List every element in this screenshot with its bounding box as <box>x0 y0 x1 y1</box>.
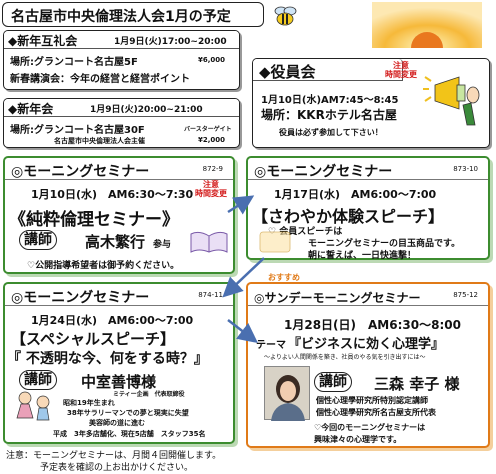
new-year-meeting-venue: 場所:グランコート名古屋30F <box>10 125 145 136</box>
new-year-meeting-fee: ¥2,000 <box>198 136 226 144</box>
sunday-seminar-number: 875-12 <box>453 291 478 299</box>
seminar-1-lecturer: 高木繁行 <box>85 233 146 251</box>
seminar-3-number: 874-11 <box>198 291 223 299</box>
new-year-meeting-venue-sub: バースターゲイト <box>184 126 232 133</box>
sunday-theme: 『ビジネスに効く心理学』 <box>288 337 445 352</box>
officers-meeting-box: ◆役員会 注意 時間変更 1月10日(水)AM7:45～8:45 場所：KKRホ… <box>252 58 490 148</box>
sunday-seminar-box: ◎サンデーモーニングセミナー 875-12 1月28日(日) AM6:30～8:… <box>246 282 490 448</box>
officers-title: ◆役員会 <box>259 63 316 81</box>
seminar-3-datetime: 1月24日(水) AM6:00～7:00 <box>31 314 194 327</box>
seminar-2-head: ◎モーニングセミナー <box>254 164 393 180</box>
seminar-2-datetime: 1月17日(水) AM6:00～7:00 <box>274 188 437 201</box>
seminar-3-bio-4: 平成 3年多店舗化、現在5店舗 スタッフ35名 <box>53 430 206 438</box>
seminar-2-number: 873-10 <box>453 165 478 173</box>
sunday-lecturer-label: 講師 <box>314 372 352 392</box>
seminar-1-head: ◎モーニングセミナー <box>11 164 150 180</box>
seminar-3-bio-1: 昭和19年生まれ <box>63 399 115 407</box>
seminar-1-datetime: 1月10日(水) AM6:30～7:30 <box>31 188 194 201</box>
new-year-meeting-host: 名古屋市中央倫理法人会主催 <box>54 137 145 145</box>
sunrise-illustration <box>372 2 482 64</box>
officers-venue: 場所：KKRホテル名古屋 <box>261 108 397 122</box>
sunday-subtitle: ～よりよい人間関係を築き、社員のやる気を引き出すには～ <box>264 354 426 361</box>
seminar-3-bio-2: 38年サラリーマンでの夢と現実に失望 <box>67 409 189 417</box>
seminar-3-theme: 【スペシャルスピーチ】 <box>11 330 175 348</box>
footer-note-1: 注意：モーニングセミナーは、月間４回開催します。 <box>6 451 222 461</box>
sunday-datetime: 1月28日(日) AM6:30～8:00 <box>284 318 461 332</box>
bee-illustration <box>272 4 298 28</box>
seminar-3-subtheme: 『 不透明な今、何をする時？』 <box>7 351 208 367</box>
header-banner: 名古屋市中央倫理法人会1月の予定 <box>2 2 264 27</box>
seminar-3-bio-3: 美容師の道に進む <box>89 419 145 427</box>
seminar-1-box: ◎モーニングセミナー 872-9 1月10日(水) AM6:30～7:30 注意… <box>3 156 235 274</box>
sunday-lecturer: 三森 幸子 様 <box>374 375 460 393</box>
seminar-1-number: 872-9 <box>202 165 223 173</box>
new-year-party-fee: ¥6,000 <box>198 56 226 64</box>
officers-datetime: 1月10日(水)AM7:45～8:45 <box>261 95 399 106</box>
seminar-3-lecturer-label: 講師 <box>19 370 57 390</box>
seminar-1-time-change-note: 注意 時間変更 <box>195 180 227 198</box>
seminar-2-desc-3: 朝に誓えば、一日快進撃！ <box>308 251 417 261</box>
seminar-2-box: ◎モーニングセミナー 873-10 1月17日(水) AM6:00～7:00 【… <box>246 156 490 261</box>
sunday-org-1: 個性心理學研究所特別認定講師 <box>316 396 428 405</box>
recommend-badge: おすすめ <box>268 273 300 282</box>
new-year-meeting-title: ◆新年会 <box>8 102 54 116</box>
megaphone-illustration <box>423 75 485 133</box>
sunday-desc-1: ♡今回のモーニングセミナーは <box>314 423 426 432</box>
new-year-meeting-datetime: 1月9日(火)20:00~21:00 <box>90 105 203 115</box>
seminar-3-head: ◎モーニングセミナー <box>11 290 150 306</box>
speaker-illustration <box>256 226 300 258</box>
seminar-2-desc-2: モーニングセミナーの目玉商品です。 <box>308 239 461 249</box>
new-year-party-title: ◆新年互礼会 <box>8 34 78 48</box>
new-year-party-venue: 場所:グランコート名古屋5F <box>10 57 138 68</box>
new-year-party-box: ◆新年互礼会 1月9日(火)17:00~20:00 場所:グランコート名古屋5F… <box>3 30 240 90</box>
sunday-org-2: 個性心理學研究所名古屋支所代表 <box>316 408 436 417</box>
sunday-theme-prefix: テーマ <box>256 340 286 351</box>
seminar-3-lecturer: 中室善博様 <box>81 373 157 391</box>
sunday-seminar-head: ◎サンデーモーニングセミナー <box>254 291 421 305</box>
seminar-1-public-note: ♡公開指導希望者は御予約ください。 <box>27 261 180 271</box>
seminar-3-box: ◎モーニングセミナー 874-11 1月24日(水) AM6:00～7:00 【… <box>3 282 235 444</box>
sunday-desc-2: 興味津々の心理学です。 <box>314 435 402 444</box>
officers-remark: 役員は必ず参加して下さい！ <box>279 128 383 137</box>
salon-illustration <box>11 388 55 424</box>
new-year-party-lecture: 新春講演会：今年の経営と経営ポイント <box>10 74 190 85</box>
seminar-2-desc-1: ♡ 会員スピーチは <box>268 227 343 237</box>
seminar-1-theme: 《純粋倫理セミナー》 <box>9 210 179 230</box>
footer-note-2: 予定表を確認の上お出かけください。 <box>40 463 194 473</box>
lecturer-photo <box>264 366 310 421</box>
open-book-icon <box>189 230 229 254</box>
seminar-2-theme: 【さわやか体験スピーチ】 <box>252 207 445 226</box>
officers-time-change-note: 注意 時間変更 <box>385 61 417 79</box>
seminar-1-lecturer-suffix: 参与 <box>153 240 172 250</box>
new-year-meeting-box: ◆新年会 1月9日(火)20:00~21:00 場所:グランコート名古屋30F … <box>3 98 240 148</box>
seminar-1-lecturer-label: 講師 <box>19 230 57 250</box>
new-year-party-datetime: 1月9日(火)17:00~20:00 <box>114 37 227 47</box>
page-title: 名古屋市中央倫理法人会1月の予定 <box>11 9 231 25</box>
seminar-3-company: ミティー企画 代表取締役 <box>113 391 185 398</box>
